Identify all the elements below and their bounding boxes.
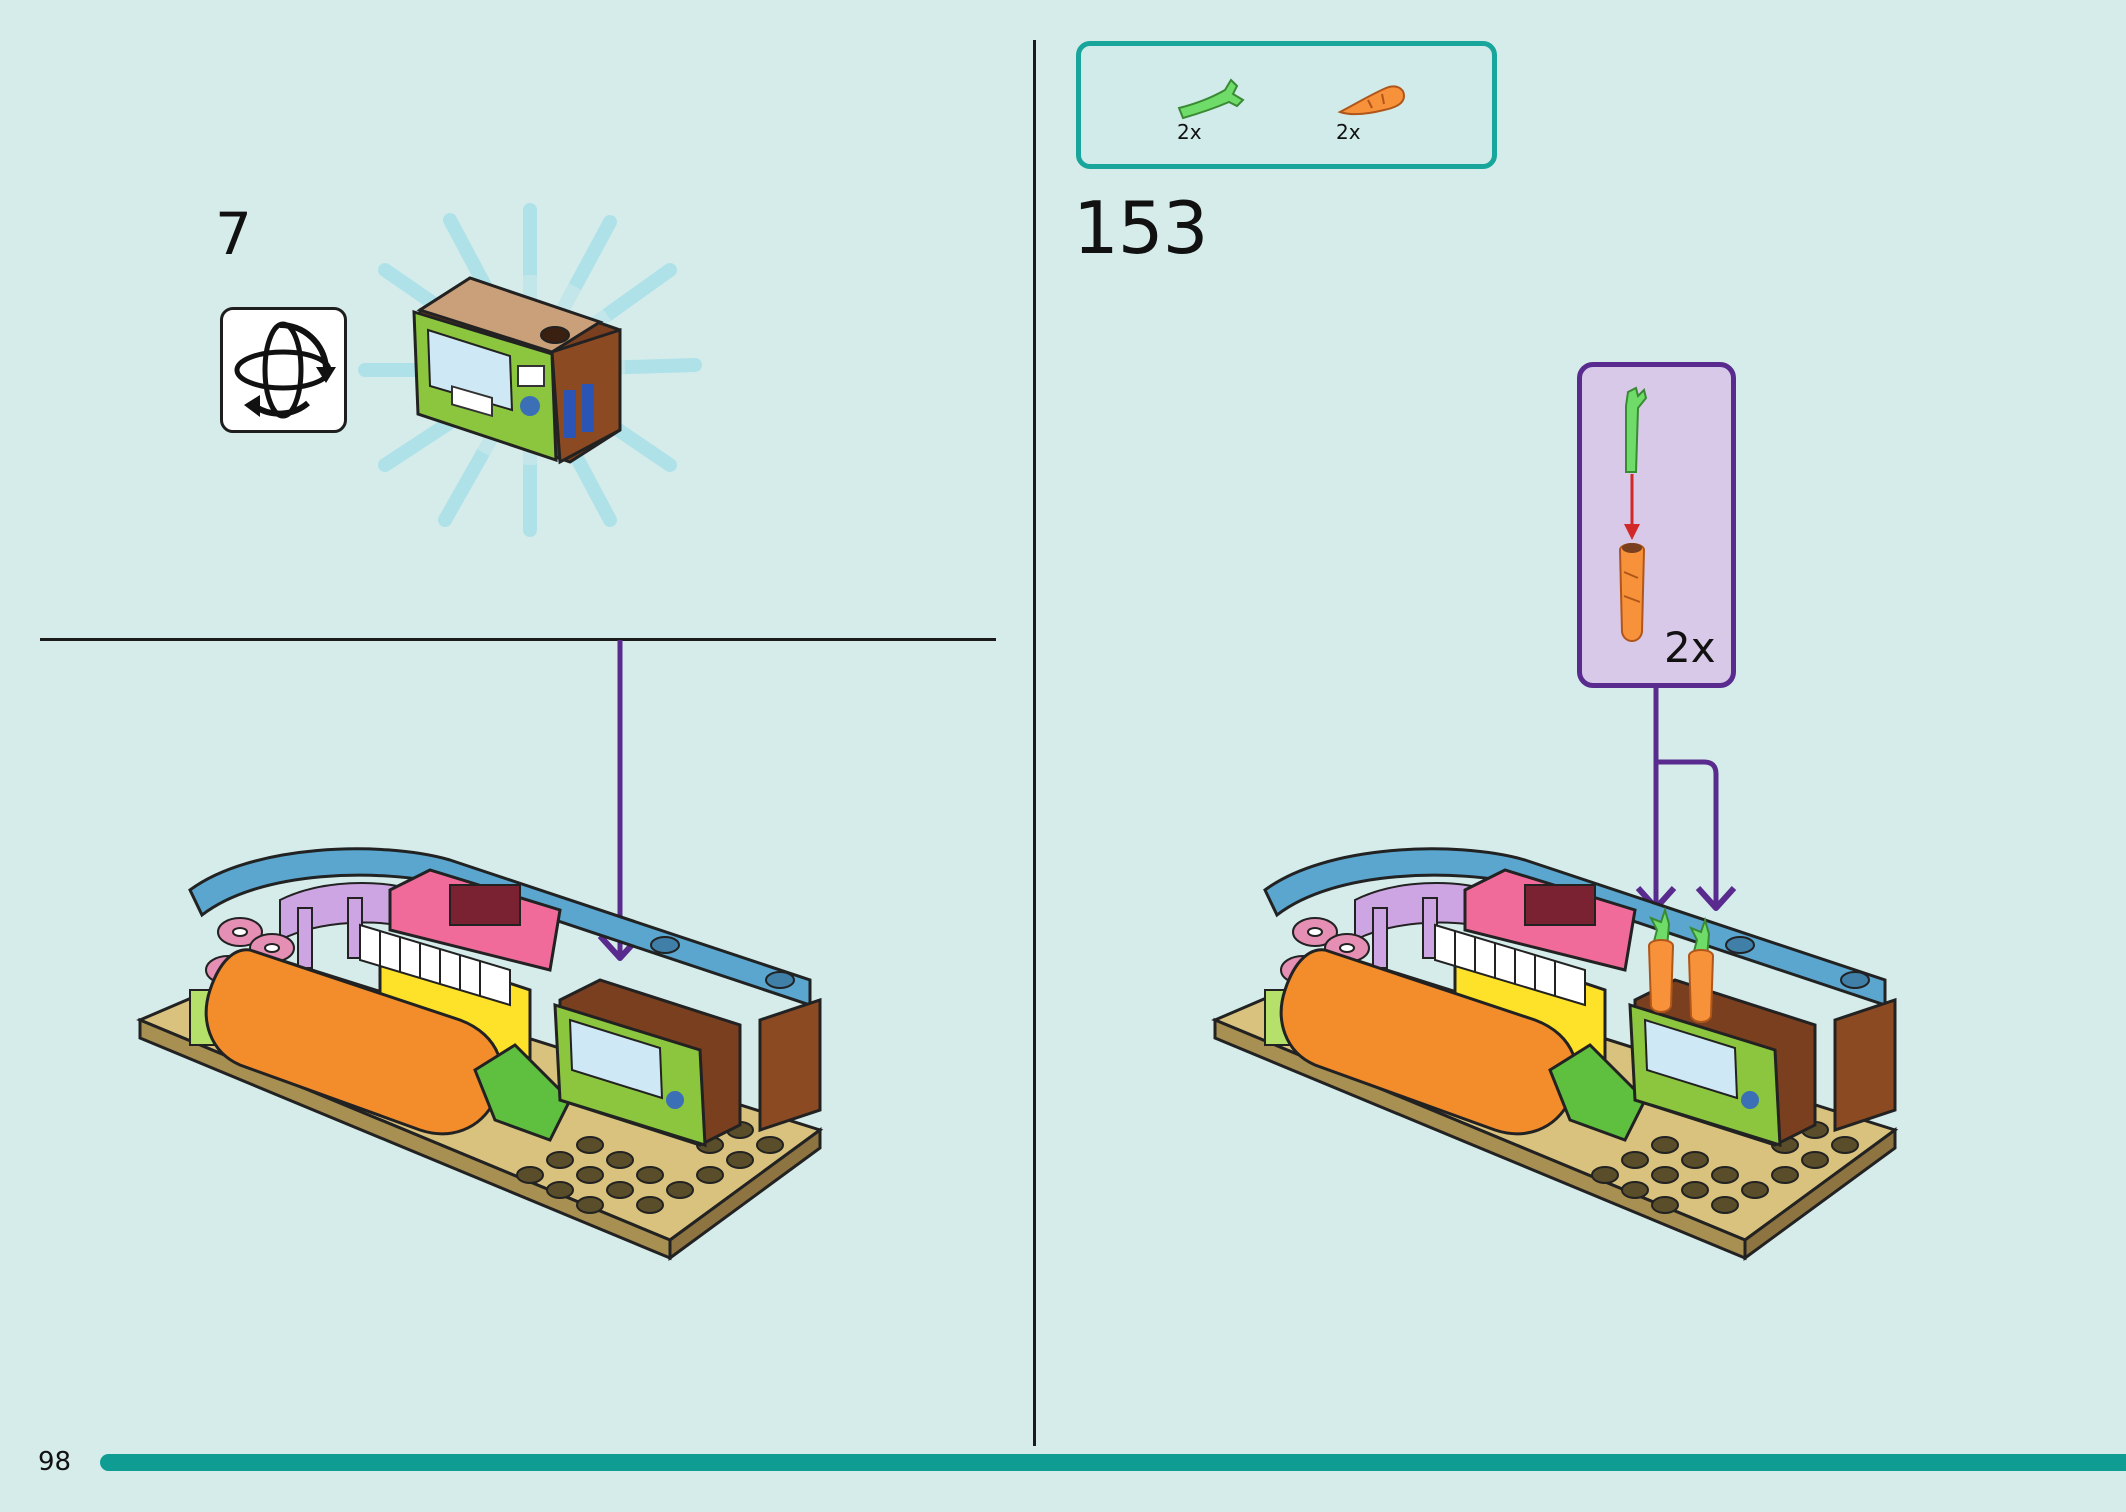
page-number: 98 — [38, 1447, 72, 1477]
section-divider — [40, 638, 996, 641]
parts-quantity-carrot: 2x — [1336, 120, 1361, 144]
model-illustration-right — [1211, 847, 1899, 1261]
parts-quantity-stem: 2x — [1177, 120, 1202, 144]
sub-assembly-callout: 2x — [1577, 362, 1736, 688]
rotate-model-box — [220, 307, 347, 433]
green-stem-piece-icon — [1177, 78, 1245, 120]
callout-placement-arrows — [1635, 688, 1737, 911]
model-illustration-left — [136, 847, 824, 1261]
sub-step-number: 7 — [215, 200, 252, 268]
step-number: 153 — [1073, 186, 1208, 270]
rotate-model-icon — [234, 321, 336, 419]
page-progress-bar — [100, 1454, 2126, 1471]
orange-carrot-piece-icon — [1337, 85, 1406, 116]
page-column-divider — [1033, 40, 1036, 1446]
parts-list-box: 2x 2x — [1076, 41, 1497, 169]
callout-quantity: 2x — [1664, 623, 1716, 672]
callout-build-diagram — [1618, 386, 1648, 642]
subassembly-glow-illustration — [358, 203, 702, 537]
